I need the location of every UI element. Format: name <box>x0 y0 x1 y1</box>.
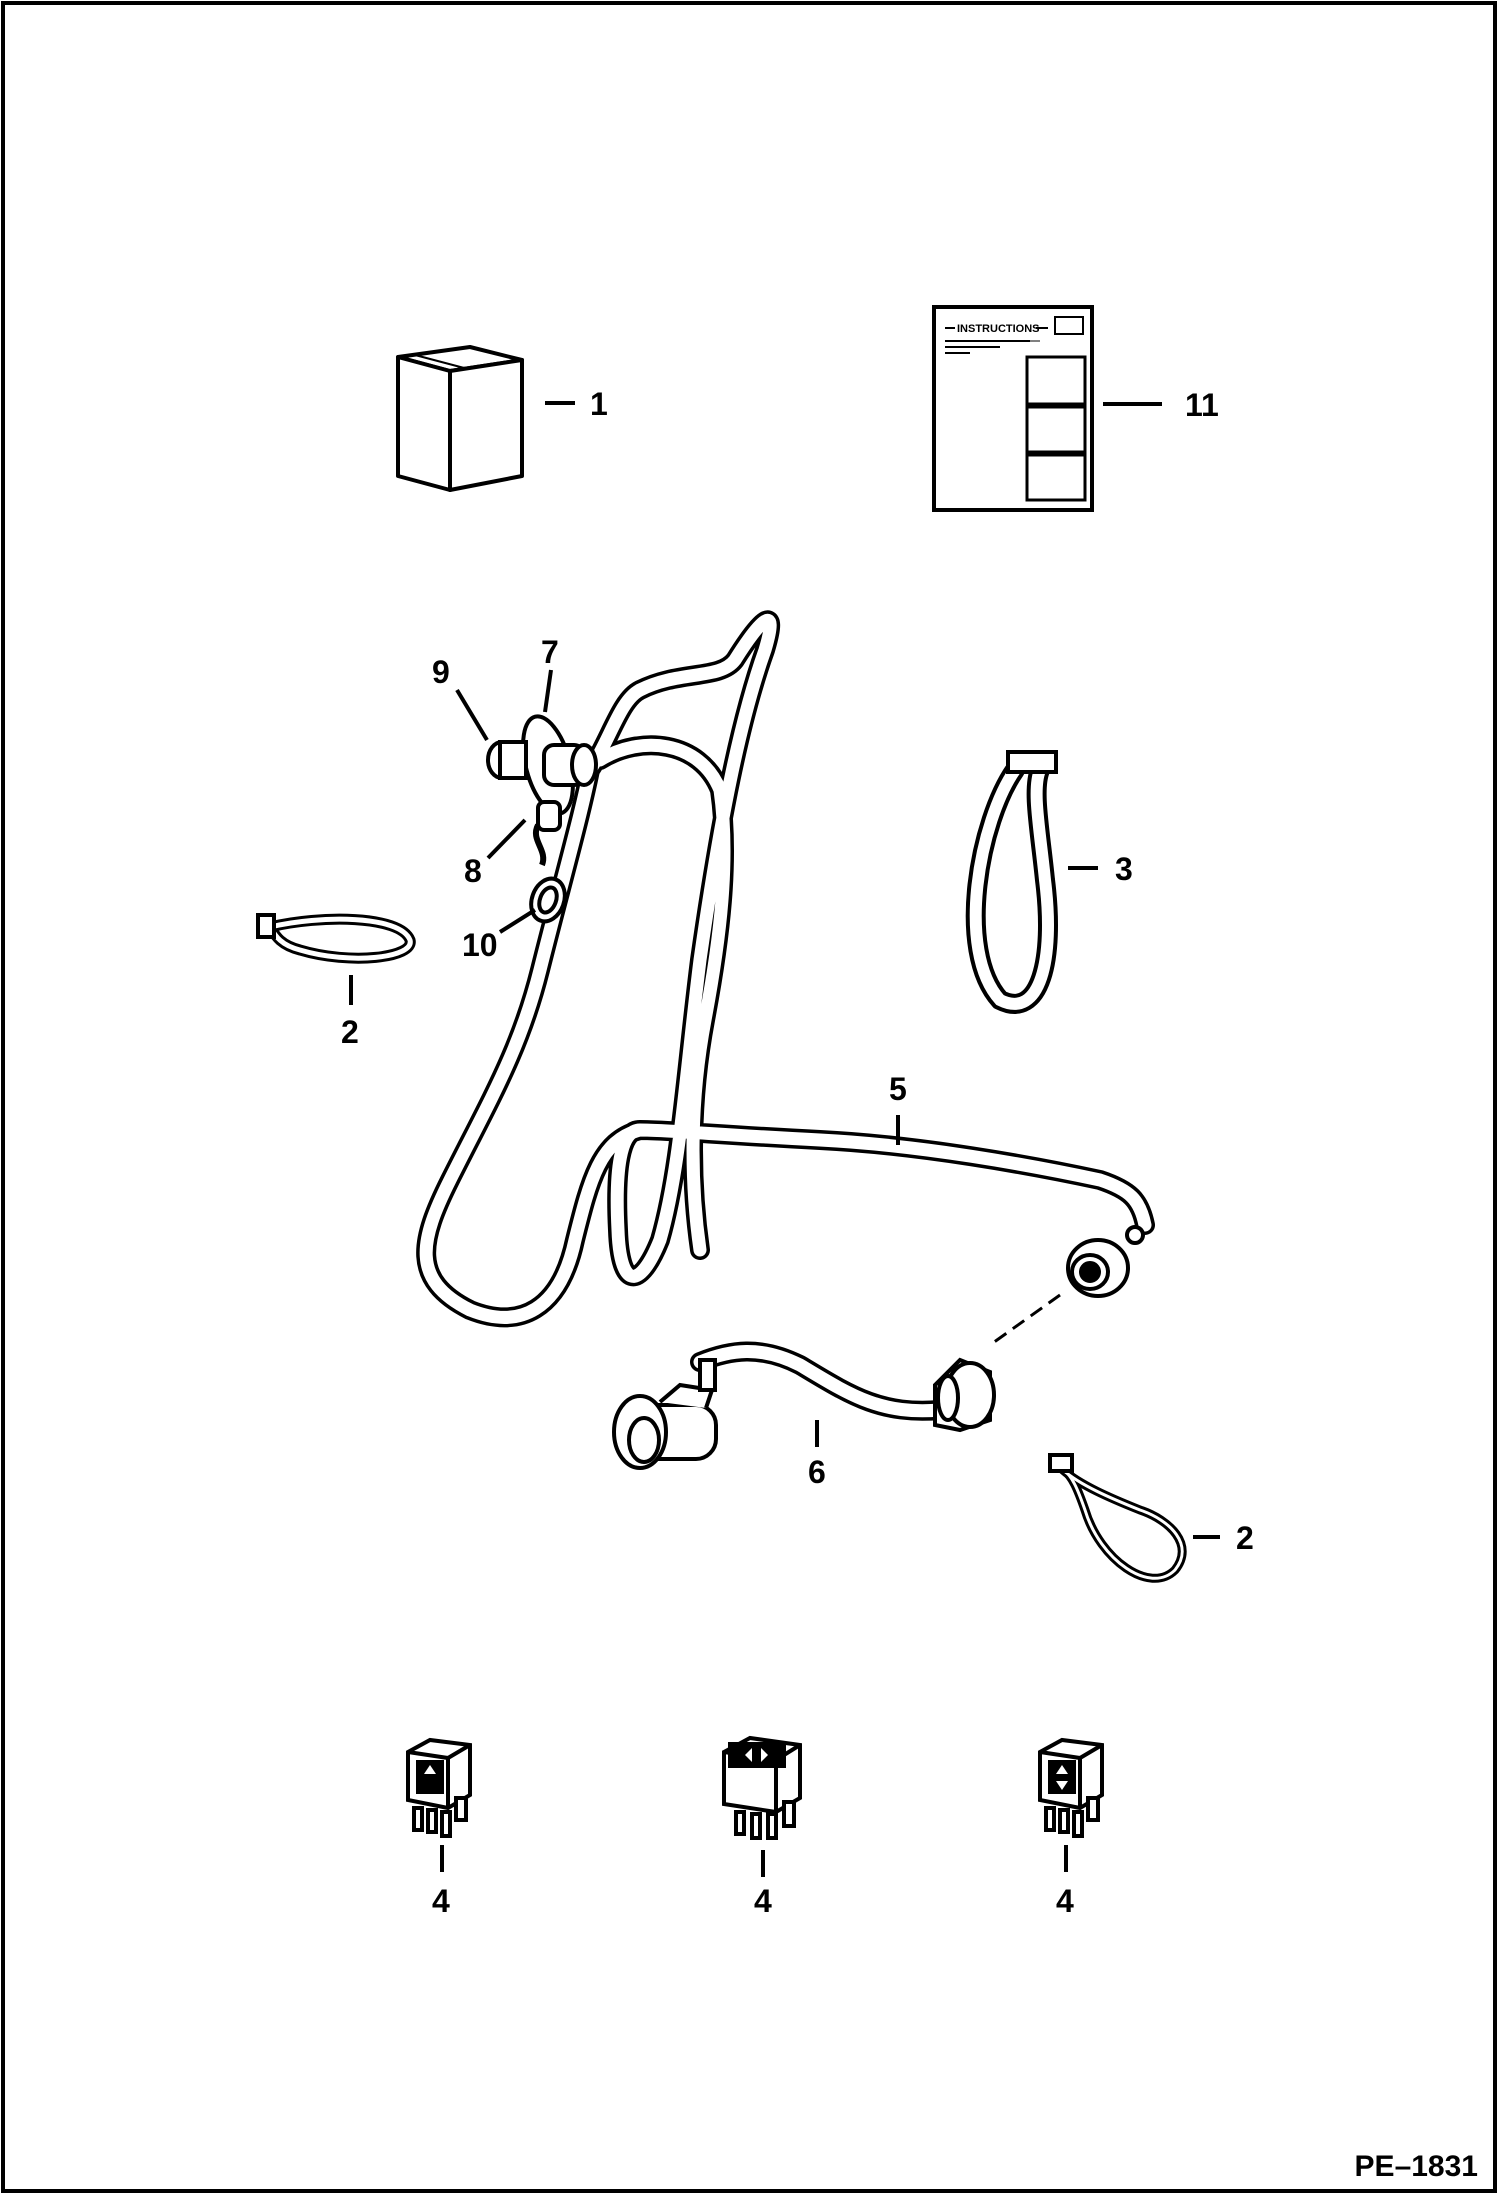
callout-label: 9 <box>432 654 450 690</box>
callout-label: 6 <box>808 1454 826 1490</box>
leader-line <box>455 688 489 742</box>
callout-label: 4 <box>432 1883 450 1919</box>
leader-line <box>498 908 537 934</box>
callout-label: 8 <box>464 853 482 889</box>
main-harness-cable <box>416 610 1155 1328</box>
mating-dashed-line <box>989 1293 1061 1347</box>
connector-plate-assembly <box>486 714 598 924</box>
figure-id: PE–1831 <box>1355 2150 1478 2183</box>
box-part <box>396 345 524 492</box>
leader-line <box>486 818 527 860</box>
callout-label: 7 <box>541 634 559 670</box>
short-harness-cable <box>690 1341 950 1421</box>
harness-end-connector <box>1066 1225 1145 1298</box>
callout-label: 4 <box>754 1883 772 1919</box>
socket-connector <box>612 1358 718 1470</box>
cable-tie-left <box>256 913 416 964</box>
callout-label: 3 <box>1115 851 1133 887</box>
callout-label: 1 <box>590 386 608 422</box>
callout-label: 5 <box>889 1071 907 1107</box>
cable-tie-right <box>1048 1453 1187 1583</box>
callout-label: 10 <box>462 927 498 963</box>
instruction-sheet: INSTRUCTIONS <box>932 305 1094 512</box>
callout-label: 2 <box>1236 1520 1254 1556</box>
instruction-sheet-title: INSTRUCTIONS <box>957 323 1040 335</box>
rocker-switch-right <box>1038 1737 1104 1838</box>
callout-label: 4 <box>1056 1883 1074 1919</box>
rocker-switch-left <box>406 1737 472 1838</box>
strap-part <box>965 750 1058 1014</box>
callout-label: 2 <box>341 1014 359 1050</box>
callout-label: 11 <box>1185 387 1219 423</box>
short-harness-connector <box>933 1357 996 1433</box>
rocker-switch-center <box>722 1735 802 1840</box>
leader-line <box>543 669 553 713</box>
